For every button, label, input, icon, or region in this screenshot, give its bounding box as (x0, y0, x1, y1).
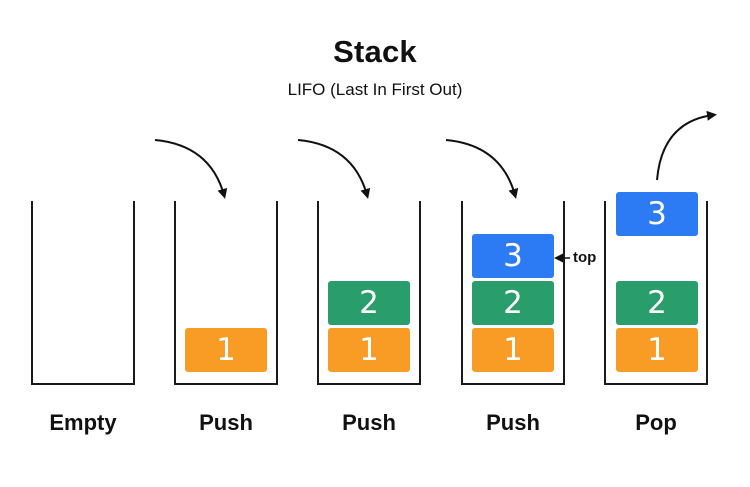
label-empty: Empty (49, 410, 117, 435)
block-1: 1 (616, 328, 698, 372)
popped-block-3: 3 (616, 192, 698, 236)
diagram-subtitle: LIFO (Last In First Out) (287, 80, 463, 99)
block-1: 1 (185, 328, 267, 372)
label-push-1: Push (199, 410, 253, 435)
diagram-title: Stack (333, 34, 417, 69)
top-pointer-label: top (573, 249, 597, 266)
label-pop: Pop (635, 410, 677, 435)
stack-container-empty (31, 201, 135, 385)
stack-container-push-1 (174, 201, 278, 385)
stack-container-pop (604, 201, 708, 385)
stack-container-push-2 (317, 201, 421, 385)
stack-container-push-3 (461, 201, 565, 385)
push-arrow-3 (445, 139, 519, 199)
block-2: 2 (328, 281, 410, 325)
pop-arrow (656, 110, 717, 181)
block-1: 1 (328, 328, 410, 372)
push-arrow-1 (154, 139, 228, 199)
block-3-top: 3 (472, 234, 554, 278)
push-arrow-2 (297, 139, 371, 199)
label-push-2: Push (342, 410, 396, 435)
label-push-3: Push (486, 410, 540, 435)
block-1: 1 (472, 328, 554, 372)
block-2: 2 (472, 281, 554, 325)
block-2: 2 (616, 281, 698, 325)
